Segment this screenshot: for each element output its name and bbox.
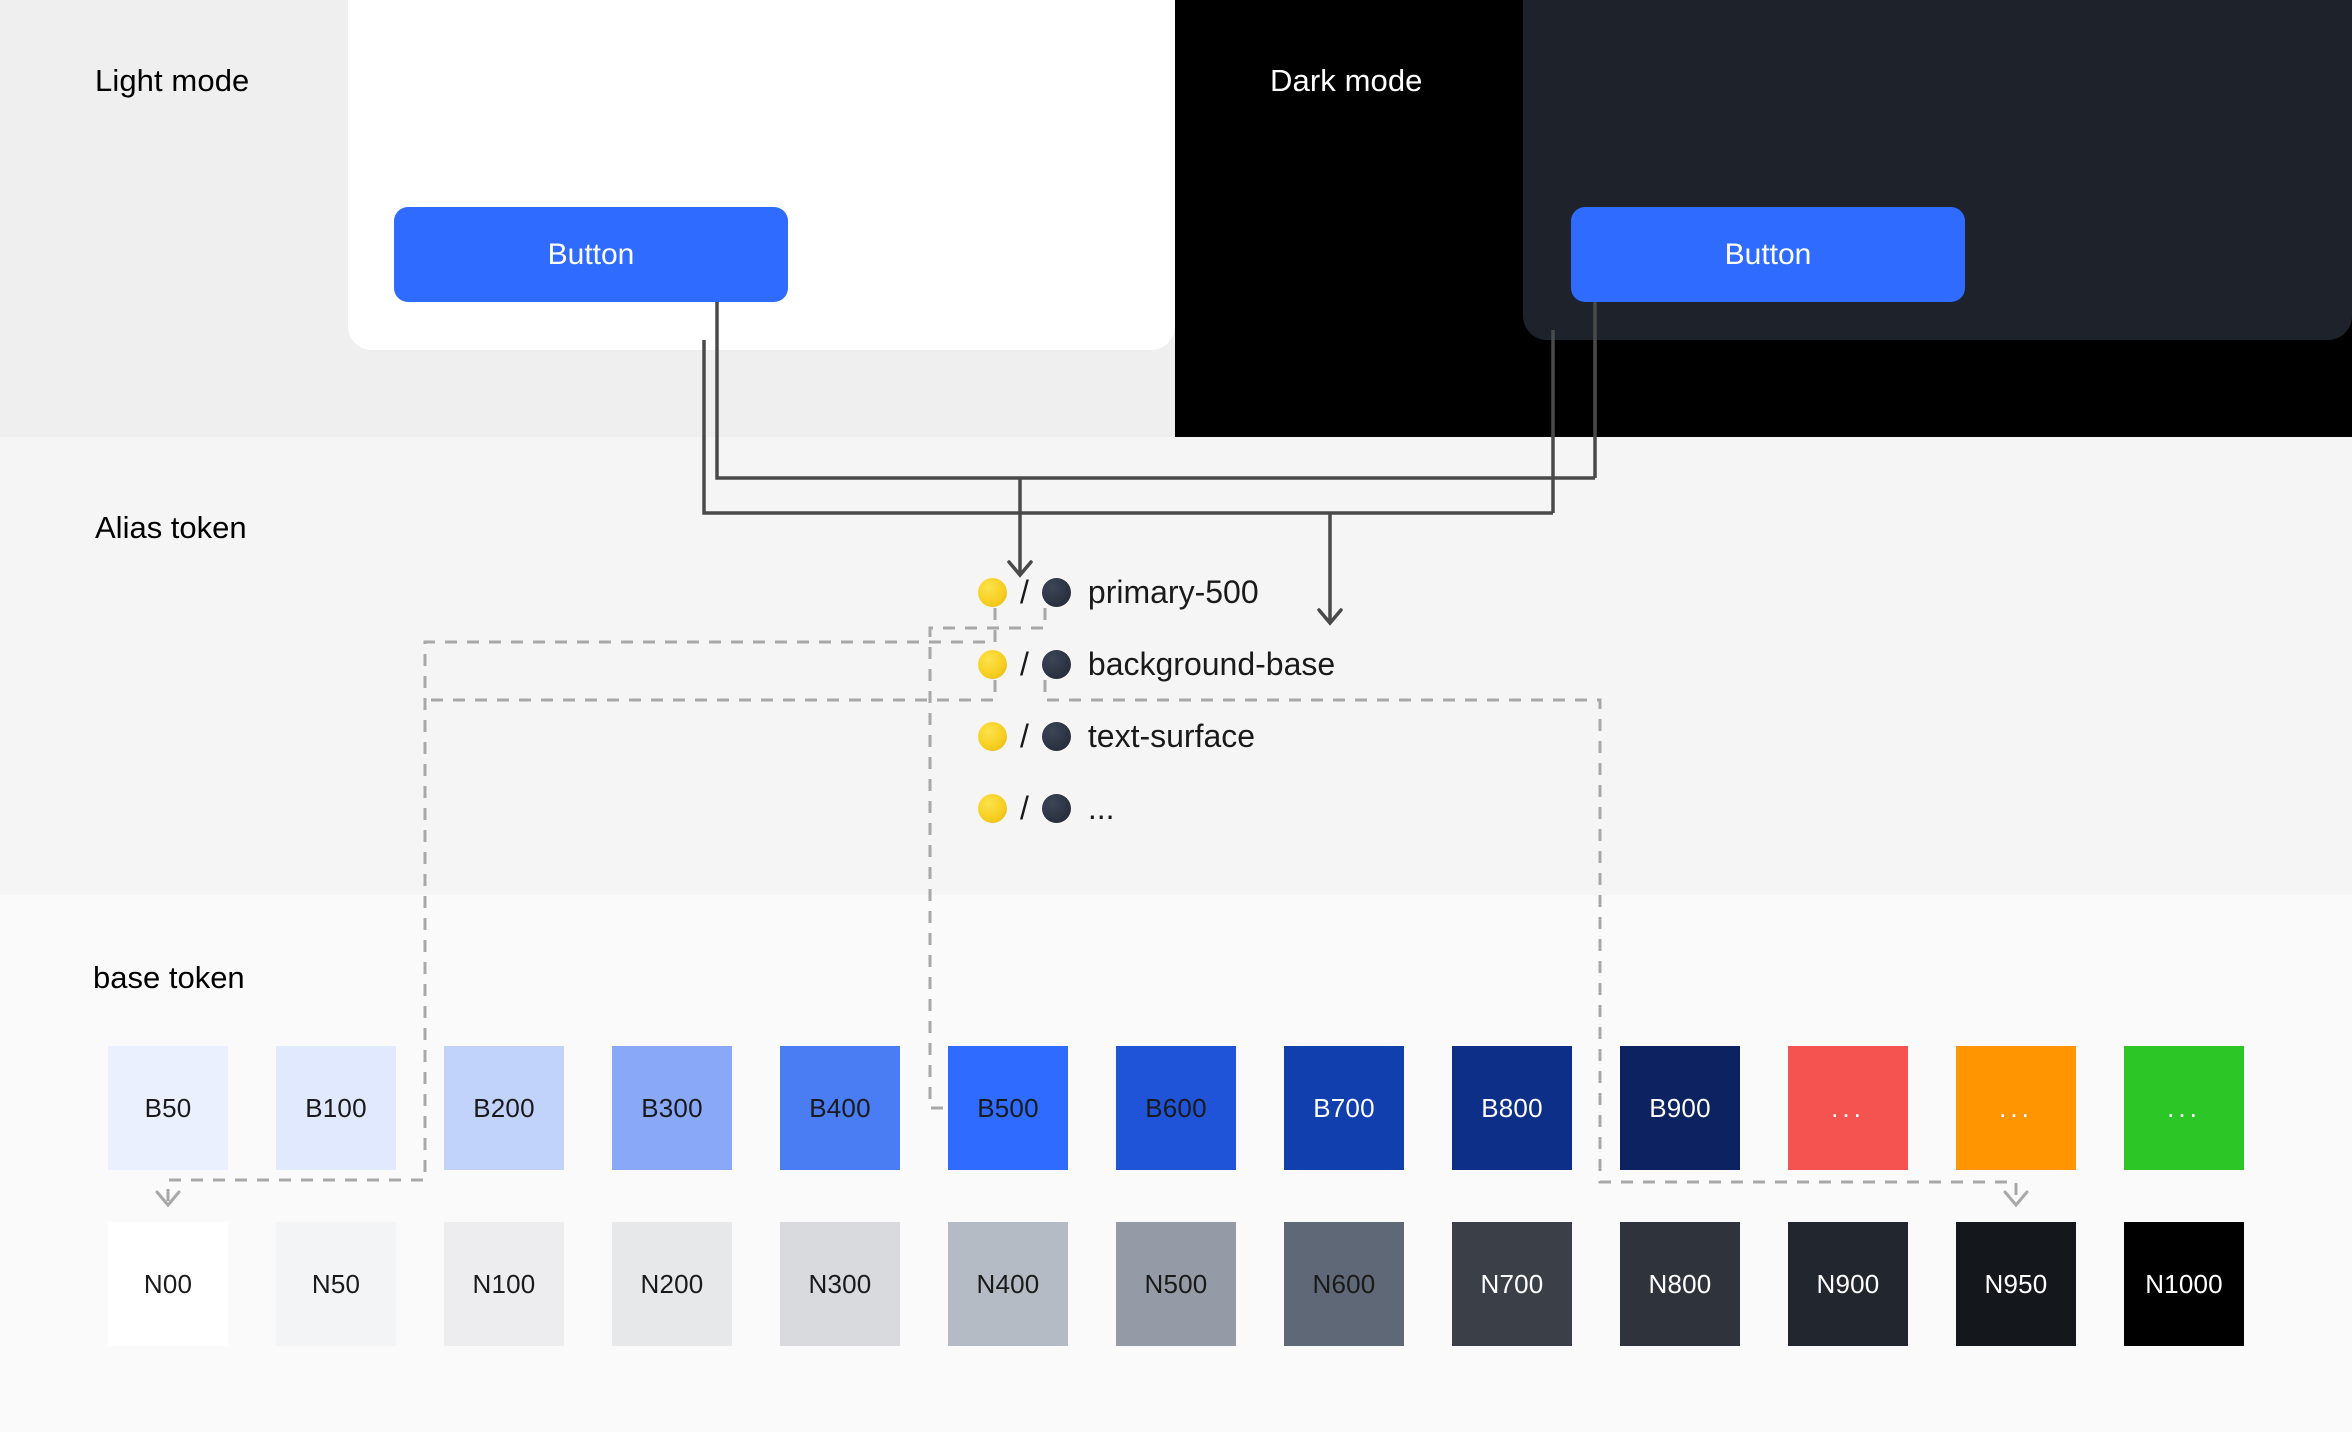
alias-token-row[interactable]: / text-surface <box>978 700 1335 772</box>
blue-swatch-row: B50 B100 B200 B300 B400 B500 B600 B700 B800 B900.… <box>108 1046 2244 1170</box>
full-moon-icon <box>978 722 1007 751</box>
base-token-swatch[interactable]: B50 <box>108 1046 228 1170</box>
base-token-swatch[interactable]: N900 <box>1788 1222 1908 1346</box>
full-moon-icon <box>978 650 1007 679</box>
dark-mode-label: Dark mode <box>1270 65 1423 96</box>
light-mode-button[interactable]: Button <box>394 207 788 302</box>
alias-token-name: text-surface <box>1088 718 1255 755</box>
separator: / <box>1020 790 1029 827</box>
base-token-swatch[interactable]: N50 <box>276 1222 396 1346</box>
base-token-swatch[interactable]: B300 <box>612 1046 732 1170</box>
separator: / <box>1020 646 1029 683</box>
base-token-swatch[interactable]: ... <box>1956 1046 2076 1170</box>
alias-token-name: primary-500 <box>1088 574 1259 611</box>
base-token-section-title: base token <box>93 962 245 993</box>
alias-token-name: ... <box>1088 790 1115 827</box>
light-mode-label: Light mode <box>95 65 249 96</box>
alias-token-row[interactable]: / ... <box>978 772 1335 844</box>
new-moon-icon <box>1042 794 1071 823</box>
new-moon-icon <box>1042 722 1071 751</box>
base-token-swatch[interactable]: N100 <box>444 1222 564 1346</box>
new-moon-icon <box>1042 578 1071 607</box>
base-token-swatch[interactable]: N500 <box>1116 1222 1236 1346</box>
base-token-swatch[interactable]: B700 <box>1284 1046 1404 1170</box>
separator: / <box>1020 574 1029 611</box>
base-token-swatch[interactable]: ... <box>1788 1046 1908 1170</box>
full-moon-icon <box>978 578 1007 607</box>
base-token-swatch[interactable]: N400 <box>948 1222 1068 1346</box>
base-token-swatch[interactable]: ... <box>2124 1046 2244 1170</box>
base-token-swatch[interactable]: B100 <box>276 1046 396 1170</box>
alias-token-row[interactable]: / background-base <box>978 628 1335 700</box>
base-token-swatch[interactable]: N00 <box>108 1222 228 1346</box>
base-token-swatch[interactable]: N950 <box>1956 1222 2076 1346</box>
base-token-swatch[interactable]: B900 <box>1620 1046 1740 1170</box>
base-token-swatch[interactable]: B200 <box>444 1046 564 1170</box>
full-moon-icon <box>978 794 1007 823</box>
alias-token-name: background-base <box>1088 646 1335 683</box>
alias-token-section-title: Alias token <box>95 512 247 543</box>
base-token-swatch[interactable]: N600 <box>1284 1222 1404 1346</box>
base-token-swatch[interactable]: N800 <box>1620 1222 1740 1346</box>
base-token-swatch[interactable]: B400 <box>780 1046 900 1170</box>
alias-token-row[interactable]: / primary-500 <box>978 556 1335 628</box>
base-token-swatch[interactable]: B800 <box>1452 1046 1572 1170</box>
base-token-swatch[interactable]: B600 <box>1116 1046 1236 1170</box>
dark-mode-button[interactable]: Button <box>1571 207 1965 302</box>
base-token-swatch[interactable]: N200 <box>612 1222 732 1346</box>
neutral-swatch-row: N00 N50 N100 N200 N300 N400 N500 N600 N700 N800 N9… <box>108 1222 2244 1346</box>
base-token-swatch[interactable]: N1000 <box>2124 1222 2244 1346</box>
alias-token-list: / primary-500 / background-base / text-s… <box>978 556 1335 844</box>
separator: / <box>1020 718 1029 755</box>
base-token-swatch[interactable]: N300 <box>780 1222 900 1346</box>
base-token-swatch[interactable]: N700 <box>1452 1222 1572 1346</box>
base-token-swatch[interactable]: B500 <box>948 1046 1068 1170</box>
new-moon-icon <box>1042 650 1071 679</box>
